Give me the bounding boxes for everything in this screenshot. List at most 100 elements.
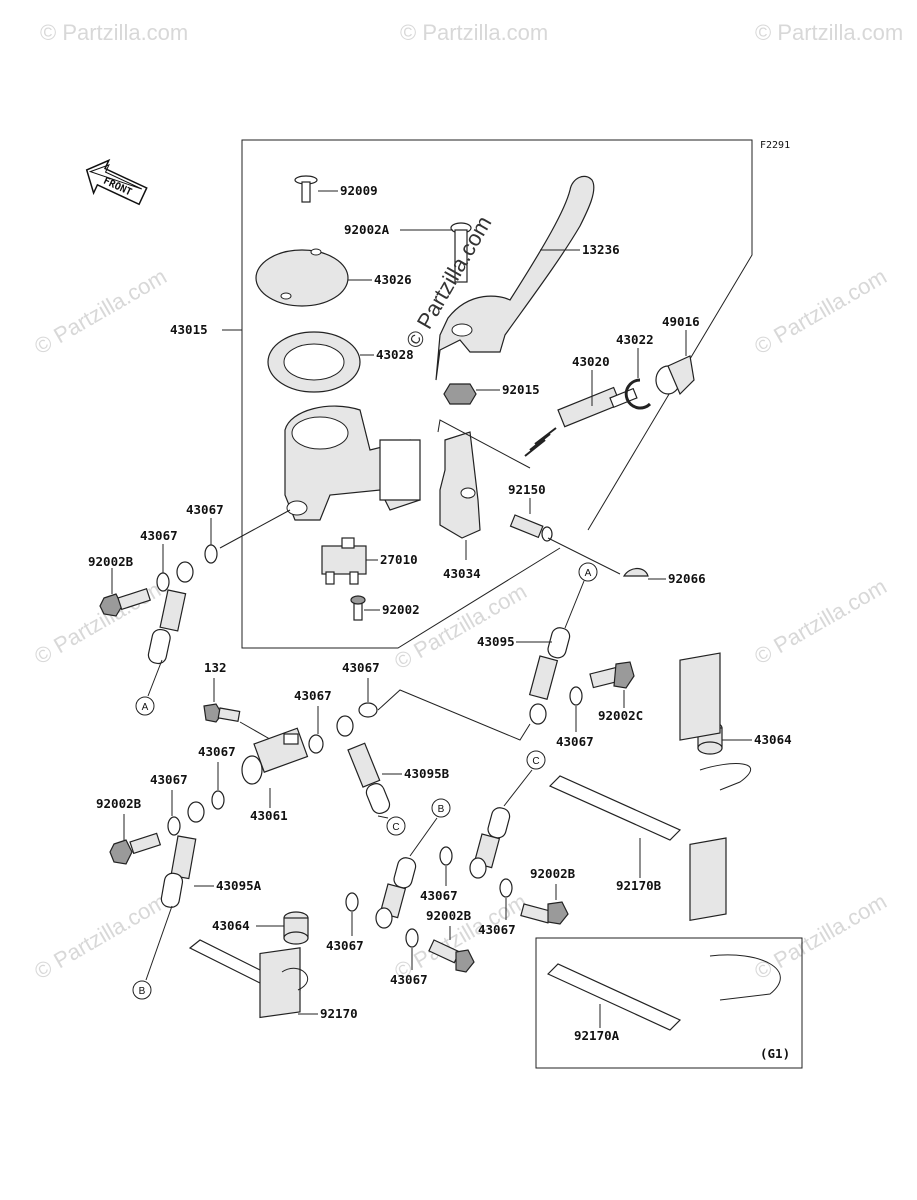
part-label-43067: 43067: [140, 528, 178, 543]
washer-43067-icon: [405, 928, 419, 948]
callout-a-circle: [578, 562, 598, 582]
leader-line: [564, 580, 585, 629]
part-label-43067: 43067: [478, 922, 516, 937]
part-label-27010: 27010: [380, 552, 418, 567]
part-label-43064: 43064: [212, 918, 250, 933]
part-label-43064: 43064: [754, 732, 792, 747]
washer-43067-icon: [308, 734, 324, 754]
variant-box: [535, 937, 803, 1069]
piston-assembly-43020-icon: [524, 386, 638, 457]
banjo-bolt-92002B-icon: [428, 939, 475, 973]
part-label-43067: 43067: [556, 734, 594, 749]
leader-line: [377, 689, 531, 741]
leader-line: [145, 905, 173, 981]
watermark-text: © Partzilla.com: [40, 20, 188, 45]
part-label-132: 132: [204, 660, 227, 675]
watermark-text: © Partzilla.com: [755, 20, 903, 45]
brake-hose-43095B-icon: [336, 715, 391, 815]
leader-line: [437, 419, 531, 469]
banjo-bolt-92002B-icon: [520, 901, 569, 925]
bracket-92170A-icon: [546, 837, 781, 1031]
part-label-43067: 43067: [294, 688, 332, 703]
part-label-43067: 43067: [150, 772, 188, 787]
callout-a-circle: [135, 696, 155, 716]
part-label-43067: 43067: [420, 888, 458, 903]
part-label-92002B: 92002B: [530, 866, 576, 881]
leader-line: [547, 537, 621, 575]
leader-line: [377, 815, 389, 819]
part-label-43067: 43067: [326, 938, 364, 953]
callout-b-label: B: [139, 986, 146, 997]
brake-hose-43095-icon: [528, 627, 571, 725]
part-label-92150: 92150: [508, 482, 546, 497]
part-label-13236: 13236: [582, 242, 620, 257]
brake-hose-lower-icon: [375, 857, 417, 929]
screw-92002-icon: [350, 595, 366, 621]
brake-hose-lower-c-icon: [469, 807, 511, 879]
washer-43067-icon: [345, 892, 359, 912]
part-label-43095A: 43095A: [216, 878, 262, 893]
callout-a-label: A: [585, 568, 592, 579]
washer-43067-icon: [204, 544, 218, 564]
washer-43067-icon: [156, 572, 170, 592]
part-label-92170B: 92170B: [616, 878, 662, 893]
part-label-92170: 92170: [320, 1006, 358, 1021]
part-label-92066: 92066: [668, 571, 706, 586]
diaphragm-43028-icon: [267, 331, 361, 393]
part-label-92002B: 92002B: [96, 796, 142, 811]
group-note-g1: (G1): [760, 1046, 790, 1061]
callout-b-circle: [431, 798, 451, 818]
brake-lever-13236-icon: [435, 175, 595, 381]
assembly-frame-lower: [241, 330, 561, 649]
washer-43067-icon: [499, 878, 513, 898]
brake-hose-fitting-icon: [147, 561, 194, 665]
washer-43067-icon: [167, 816, 181, 836]
part-label-43061: 43061: [250, 808, 288, 823]
circlip-43022-icon: [624, 378, 652, 410]
part-label-43095B: 43095B: [404, 766, 450, 781]
grommet-43064-icon: [283, 911, 309, 945]
part-label-43067: 43067: [390, 972, 428, 987]
callout-b-circle: [132, 980, 152, 1000]
banjo-bolt-92002B-icon: [109, 832, 162, 865]
leader-line: [409, 817, 438, 857]
part-label-43020: 43020: [572, 354, 610, 369]
part-label-92170A: 92170A: [574, 1028, 620, 1043]
watermark-text: © Partzilla.com: [750, 574, 891, 670]
watermark-text: © Partzilla.com: [400, 20, 548, 45]
callout-c-circle: [526, 750, 546, 770]
watermark-text: © Partzilla.com: [30, 264, 171, 360]
part-label-92002: 92002: [382, 602, 420, 617]
callout-c-label: C: [392, 822, 399, 833]
holder-clamp-43034-icon: [439, 431, 481, 539]
bolt-92150-icon: [509, 514, 553, 542]
figure-code: F2291: [760, 140, 790, 151]
watermark-text: © Partzilla.com: [390, 579, 531, 675]
boot-49016-icon: [655, 355, 695, 396]
part-label-92015: 92015: [502, 382, 540, 397]
master-cylinder-body-icon: [284, 405, 421, 521]
nut-92015-icon: [443, 383, 477, 405]
washer-43067-icon: [211, 790, 225, 810]
watermark-text: © Partzilla.com: [750, 889, 891, 985]
banjo-bolt-92002C-icon: [589, 661, 635, 689]
part-label-43067: 43067: [342, 660, 380, 675]
bracket-92170-icon: [188, 939, 309, 1019]
part-label-43015: 43015: [170, 322, 208, 337]
bracket-92170B-icon: [548, 652, 752, 841]
part-label-92009: 92009: [340, 183, 378, 198]
part-label-43028: 43028: [376, 347, 414, 362]
front-arrow-icon: FRONT: [85, 158, 148, 206]
leader-line: [147, 659, 163, 697]
brake-switch-27010-icon: [321, 537, 367, 585]
leader-line: [219, 509, 291, 549]
washer-43067-icon: [358, 702, 378, 718]
part-label-43067: 43067: [186, 502, 224, 517]
part-label-92002C: 92002C: [598, 708, 643, 723]
part-label-92002B: 92002B: [426, 908, 472, 923]
callout-c-label: C: [532, 756, 539, 767]
assembly-frame: [241, 139, 753, 531]
callout-a-label: A: [142, 702, 149, 713]
pivot-bolt-92002A-icon: [450, 222, 472, 283]
part-label-43067: 43067: [198, 744, 236, 759]
